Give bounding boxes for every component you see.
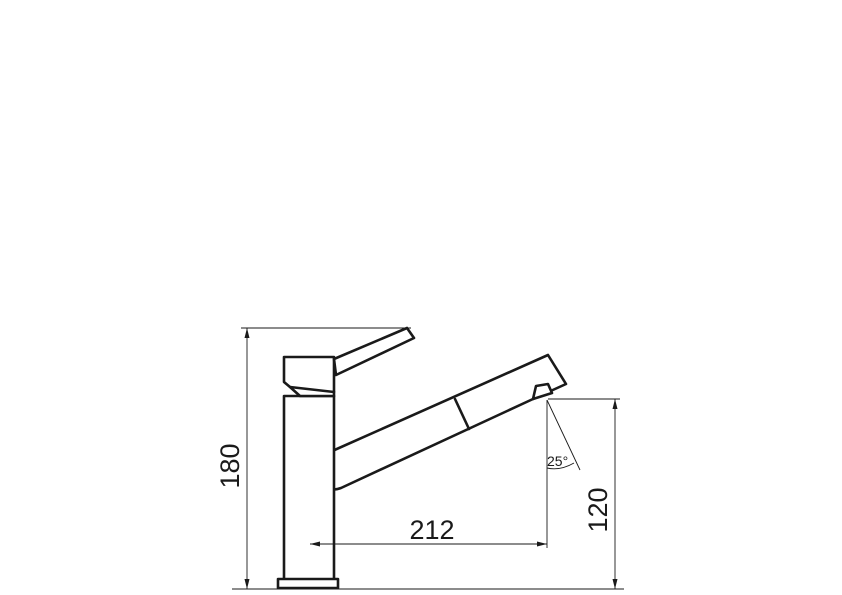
- label-spout-angle: 25°: [547, 453, 568, 469]
- angle-ray: [546, 399, 581, 471]
- aerator: [531, 382, 554, 401]
- spout-joint-line: [453, 397, 471, 431]
- handle-housing: [282, 355, 336, 398]
- arrow-212-left: [310, 541, 320, 547]
- arrow-120-bottom: [612, 579, 618, 589]
- angle-dimension: 25°: [546, 399, 581, 471]
- spout: [324, 353, 568, 491]
- height-dimension-180: 180: [215, 327, 411, 589]
- handle-housing-line: [288, 385, 336, 394]
- arrow-180-bottom: [244, 579, 250, 589]
- lever-handle: [332, 326, 416, 377]
- angle-arc: [546, 462, 575, 470]
- label-total-height: 180: [215, 443, 245, 488]
- arrow-120-top: [612, 399, 618, 409]
- height-dimension-120: 120: [548, 398, 620, 589]
- faucet-base: [276, 577, 340, 590]
- label-spout-reach: 212: [409, 515, 454, 545]
- faucet-column: [282, 394, 336, 582]
- arrow-180-top: [244, 328, 250, 338]
- faucet: [276, 326, 568, 590]
- reach-dimension-212: 212: [310, 400, 548, 548]
- label-spout-height: 120: [583, 487, 613, 532]
- arrow-212-right: [537, 541, 547, 547]
